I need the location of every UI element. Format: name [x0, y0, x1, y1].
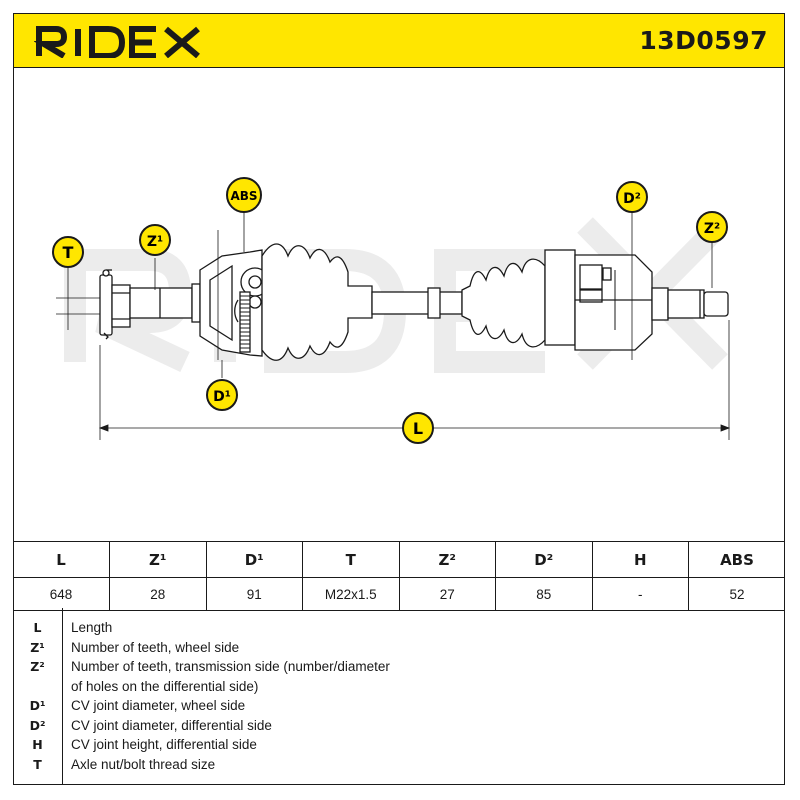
legend-divider	[62, 608, 63, 785]
legend-key: D¹	[29, 698, 46, 713]
svg-text:D¹: D¹	[213, 389, 231, 405]
spec-value: 28	[109, 577, 207, 611]
spec-value: 85	[495, 577, 593, 611]
outer-cv-joint	[199, 249, 270, 357]
header-bar: 13D0597	[13, 13, 785, 68]
svg-text:Z²: Z²	[704, 221, 720, 237]
spec-header: Z²	[398, 541, 496, 578]
legend-key: H	[32, 737, 43, 752]
spec-header: Z¹	[109, 541, 207, 578]
spec-value: 52	[688, 577, 785, 611]
legend-item: D² CV joint diameter, differential side	[13, 716, 785, 735]
part-number: 13D0597	[639, 26, 768, 55]
legend-item: of holes on the differential side)	[13, 677, 785, 696]
badge-t: T	[52, 236, 84, 268]
legend-key: T	[33, 756, 42, 772]
spec-header: D²	[495, 541, 593, 578]
legend-text: Number of teeth, transmission side (numb…	[71, 659, 390, 674]
svg-text:L: L	[413, 419, 423, 438]
spec-value: 91	[205, 577, 303, 611]
specs-value-row: 648 28 91 M22x1.5 27 85 - 52	[13, 577, 785, 611]
abs-ring	[239, 291, 251, 353]
svg-text:T: T	[63, 243, 74, 262]
badge-abs: ABS	[226, 177, 262, 213]
ridex-logo	[34, 26, 200, 58]
driveshaft-diagram: T Z¹ ABS D¹ D² Z² L	[52, 177, 731, 444]
specs-header-row: L Z¹ D¹ T Z² D² H ABS	[13, 541, 785, 578]
svg-text:ABS: ABS	[230, 189, 257, 203]
legend-text: CV joint diameter, differential side	[71, 717, 272, 733]
badge-z1: Z¹	[139, 224, 171, 256]
svg-text:Z¹: Z¹	[147, 234, 163, 250]
spec-header: T	[302, 541, 400, 578]
legend-key: D²	[29, 717, 46, 733]
legend: L Length Z¹ Number of teeth, wheel side …	[13, 608, 785, 785]
svg-text:D²: D²	[623, 191, 641, 207]
spec-value: M22x1.5	[302, 577, 400, 611]
badge-d1: D¹	[206, 379, 238, 411]
legend-text: Axle nut/bolt thread size	[71, 756, 216, 772]
legend-text: Length	[71, 620, 113, 635]
spec-header: L	[13, 541, 110, 578]
badge-d2: D²	[616, 181, 648, 213]
badge-z2: Z²	[696, 211, 728, 243]
legend-item: T Axle nut/bolt thread size	[13, 755, 785, 774]
legend-item: D¹ CV joint diameter, wheel side	[13, 696, 785, 715]
outer-boot	[261, 243, 373, 361]
axle-shaft	[371, 287, 463, 319]
spec-value: 27	[398, 577, 496, 611]
badge-l: L	[402, 412, 434, 444]
legend-text: Number of teeth, wheel side	[71, 639, 240, 655]
legend-item: Z¹ Number of teeth, wheel side	[13, 638, 785, 657]
inner-cv-joint	[544, 249, 653, 351]
spec-header: ABS	[688, 541, 785, 578]
sheet-frame	[13, 13, 785, 785]
legend-item: H CV joint height, differential side	[13, 735, 785, 754]
legend-key: Z²	[30, 659, 45, 674]
spec-value: -	[591, 577, 689, 611]
spec-header: D¹	[205, 541, 303, 578]
legend-text: CV joint diameter, wheel side	[71, 698, 246, 713]
legend-key: Z¹	[30, 639, 45, 655]
inner-boot	[461, 258, 546, 348]
spec-header: H	[591, 541, 689, 578]
wheel-side-spline	[129, 283, 201, 323]
legend-key: L	[33, 620, 42, 635]
legend-item: L Length	[13, 618, 785, 637]
axle-nut	[99, 269, 131, 340]
legend-text: of holes on the differential side)	[71, 678, 259, 694]
legend-text: CV joint height, differential side	[71, 737, 257, 752]
specs-table: L Z¹ D¹ T Z² D² H ABS 648 28 91 M22x1.5 …	[13, 541, 785, 611]
transmission-spline	[651, 287, 729, 321]
legend-item: Z² Number of teeth, transmission side (n…	[13, 657, 785, 676]
spec-value: 648	[13, 577, 110, 611]
